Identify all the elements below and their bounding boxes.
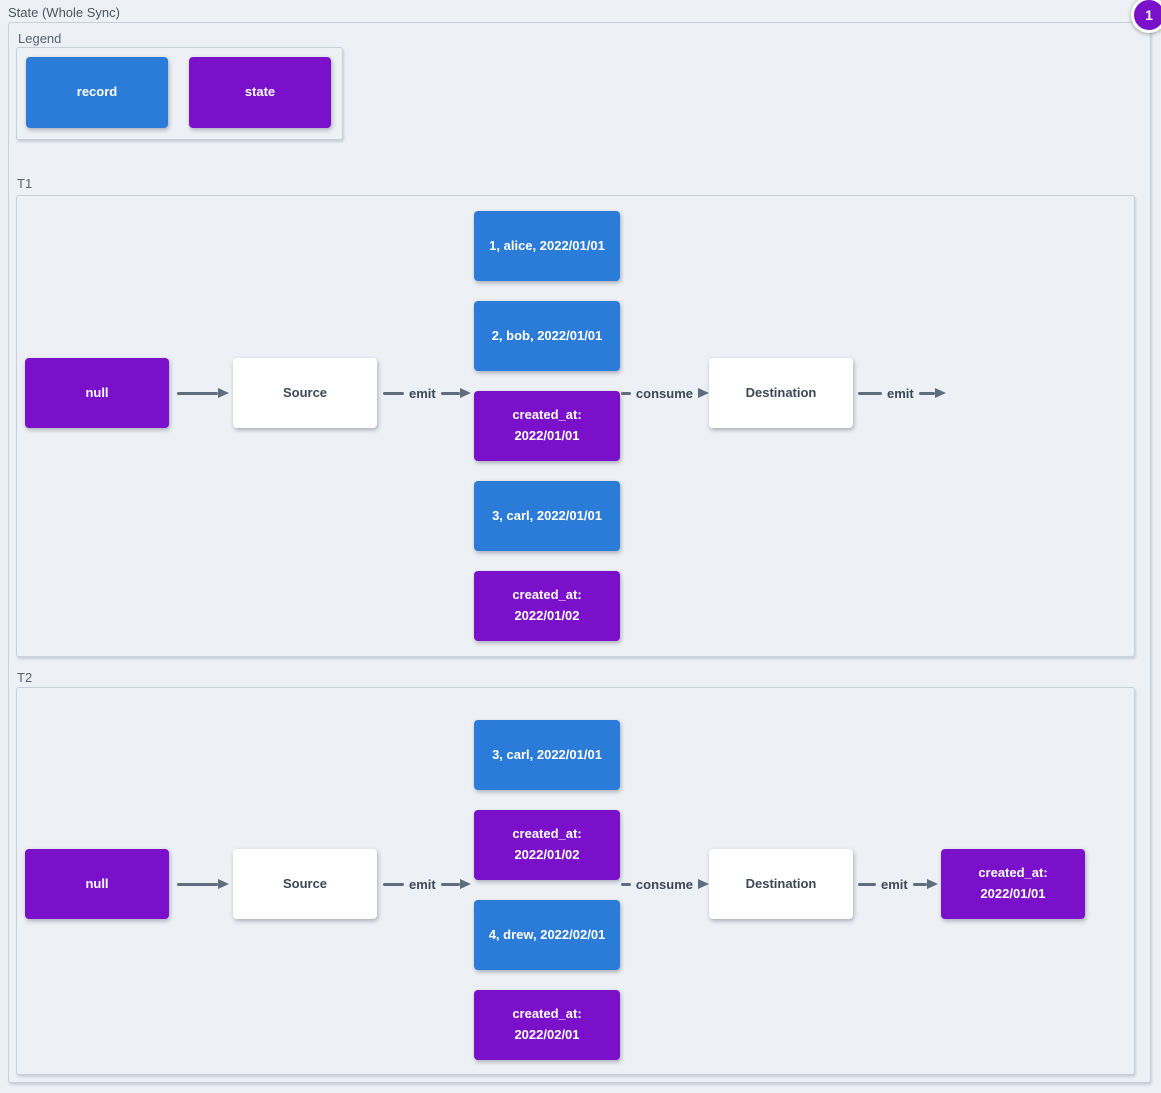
t1-edge-consume: consume xyxy=(621,382,709,404)
arrow-head-icon xyxy=(218,879,229,889)
t1-edge-null-to-source xyxy=(177,382,229,404)
t2-state-2: created_at: 2022/02/01 xyxy=(474,990,620,1060)
t1-destination-node: Destination xyxy=(709,358,853,428)
edge-line xyxy=(858,391,882,395)
edge-line xyxy=(383,391,404,395)
edge-label-emit: emit xyxy=(409,876,436,892)
edge-line xyxy=(177,391,218,395)
arrow-head-icon xyxy=(460,879,471,889)
legend-group-box xyxy=(16,47,343,140)
edge-line xyxy=(177,882,218,886)
t1-edge-destination-emit: emit xyxy=(858,382,946,404)
edge-label-consume: consume xyxy=(635,876,693,892)
t2-record-2: 4, drew, 2022/02/01 xyxy=(474,900,620,970)
edge-label-emit: emit xyxy=(887,385,914,401)
edge-line xyxy=(621,882,631,886)
edge-line xyxy=(918,391,935,395)
legend-record-node: record xyxy=(26,57,168,128)
edge-line xyxy=(440,391,460,395)
arrow-head-icon xyxy=(218,388,229,398)
t1-group-box xyxy=(16,195,1135,657)
t2-destination-node: Destination xyxy=(709,849,853,919)
edge-line xyxy=(912,882,927,886)
arrow-head-icon xyxy=(698,879,709,889)
t1-state-1: created_at: 2022/01/01 xyxy=(474,391,620,461)
t2-label: T2 xyxy=(17,670,33,685)
edge-label-emit: emit xyxy=(409,385,436,401)
t2-edge-destination-emit: emit xyxy=(858,873,938,895)
t1-record-1: 1, alice, 2022/01/01 xyxy=(474,211,620,281)
t2-group-box xyxy=(16,687,1135,1075)
t2-edge-null-to-source xyxy=(177,873,229,895)
count-badge: 1 xyxy=(1131,0,1161,33)
t2-source-node: Source xyxy=(233,849,377,919)
t1-state-2: created_at: 2022/01/02 xyxy=(474,571,620,641)
t2-null-node: null xyxy=(25,849,169,919)
t2-edge-source-emit: emit xyxy=(383,873,471,895)
outer-group-box xyxy=(8,22,1151,1083)
arrow-head-icon xyxy=(935,388,946,398)
t1-source-node: Source xyxy=(233,358,377,428)
t1-label: T1 xyxy=(17,176,33,191)
t2-record-1: 3, carl, 2022/01/01 xyxy=(474,720,620,790)
legend-state-node: state xyxy=(189,57,331,128)
arrow-head-icon xyxy=(460,388,471,398)
t2-edge-consume: consume xyxy=(621,873,709,895)
t2-result-state-node: created_at: 2022/01/01 xyxy=(941,849,1085,919)
t1-edge-source-emit: emit xyxy=(383,382,471,404)
edge-line xyxy=(858,882,876,886)
t1-record-3: 3, carl, 2022/01/01 xyxy=(474,481,620,551)
t2-state-1: created_at: 2022/01/02 xyxy=(474,810,620,880)
edge-line xyxy=(383,882,404,886)
legend-label: Legend xyxy=(18,31,62,46)
edge-label-consume: consume xyxy=(635,385,693,401)
edge-line xyxy=(440,882,460,886)
arrow-head-icon xyxy=(927,879,938,889)
t1-record-2: 2, bob, 2022/01/01 xyxy=(474,301,620,371)
edge-line xyxy=(621,391,631,395)
t1-null-node: null xyxy=(25,358,169,428)
edge-label-emit: emit xyxy=(881,876,908,892)
arrow-head-icon xyxy=(698,388,709,398)
page-title: State (Whole Sync) xyxy=(8,5,120,20)
